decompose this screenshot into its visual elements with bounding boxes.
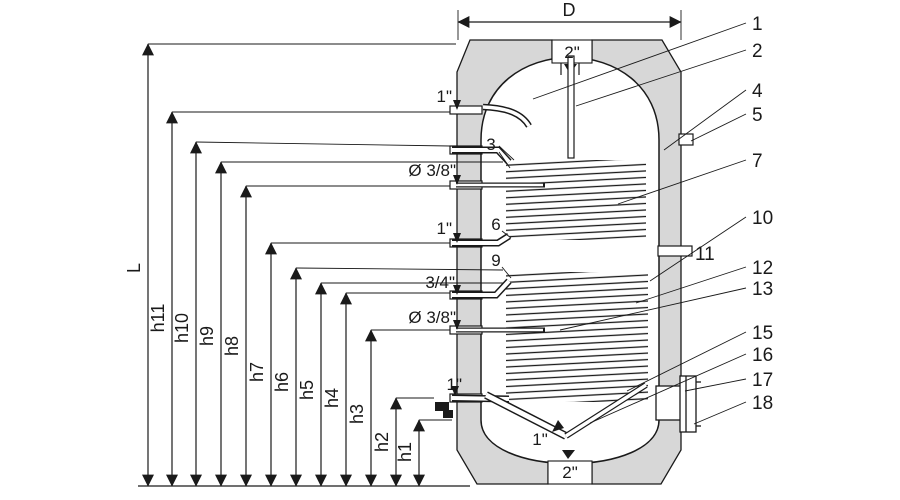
callout-16-label: 16	[752, 345, 773, 366]
port-labels: 2" 1" 3 Ø 3/8" 6 1" 9 3/4" Ø 3/8" 1" 1" …	[408, 43, 579, 482]
callout-10: 10	[649, 208, 773, 282]
callout-1: 1	[532, 14, 763, 100]
callout-5-label: 5	[752, 105, 763, 126]
port-label-top-2in: 2"	[564, 43, 580, 62]
callout-15-label: 15	[752, 323, 773, 344]
drain-valve	[435, 402, 453, 418]
right-port-5	[678, 133, 694, 146]
lower-coil	[506, 272, 648, 402]
dim-label-h9: h9	[197, 326, 217, 346]
top-bent-pipe	[482, 103, 532, 128]
callout-2-label: 2	[752, 41, 763, 62]
top-dimension-D: D	[457, 0, 682, 40]
coil-connection-leaders	[498, 145, 515, 279]
callout-10-label: 10	[752, 208, 773, 229]
bottom-diffuser-pipes	[484, 382, 648, 440]
port-label-sensor-upper: Ø 3/8"	[408, 161, 456, 180]
dim-label-h2: h2	[372, 432, 392, 452]
coil1-outlet-pipe	[452, 233, 511, 247]
dim-label-h7: h7	[247, 362, 267, 382]
callout-7-label: 7	[752, 151, 763, 172]
callout-17: 17	[684, 370, 773, 392]
port-label-sensor-lower: Ø 3/8"	[408, 308, 456, 327]
callout-12-label: 12	[752, 258, 773, 279]
callout-18: 18	[693, 393, 773, 425]
dim-label-L: L	[124, 263, 144, 273]
callout-16: 16	[589, 345, 773, 424]
callout-13-label: 13	[752, 279, 773, 300]
dim-label-h8: h8	[222, 336, 242, 356]
port-label-mid-1in: 1"	[437, 219, 453, 238]
callout-12: 12	[635, 258, 773, 304]
callout-15: 15	[626, 323, 773, 392]
port-label-drain-1in: 1"	[447, 375, 463, 394]
callout-4: 4	[663, 81, 763, 151]
port-label-bottom-1in: 1"	[532, 430, 548, 449]
vertical-dimensions	[142, 43, 425, 487]
coil2-inlet-pipe	[452, 278, 512, 299]
callout-1-label: 1	[752, 14, 763, 35]
port-label-coil2-in: 9	[491, 251, 500, 270]
callout-7: 7	[617, 151, 763, 205]
callout-5: 5	[690, 105, 763, 142]
coil1-inlet-pipe	[452, 146, 512, 165]
right-port-11	[657, 245, 693, 257]
dim-label-h4: h4	[322, 388, 342, 408]
dim-label-h3: h3	[347, 404, 367, 424]
bottom-port-pointer-icon	[562, 450, 575, 459]
center-sensor-tube	[567, 55, 575, 159]
port-label-coil1-out: 6	[491, 215, 500, 234]
callout-4-label: 4	[752, 81, 763, 102]
dim-label-h10: h10	[172, 313, 192, 343]
dim-label-h5: h5	[297, 380, 317, 400]
port-label-coil1-in: 3	[486, 135, 495, 154]
port-label-top-1in: 1"	[437, 87, 453, 106]
dim-label-h6: h6	[272, 372, 292, 392]
callout-13: 13	[559, 279, 773, 331]
dim-label-h1: h1	[395, 442, 415, 462]
upper-coil	[506, 160, 646, 240]
port-label-bottom-2in: 2"	[562, 463, 578, 482]
callouts: 1 2 4 5 7 10 11 12 13	[532, 14, 773, 425]
dim-label-D: D	[563, 0, 576, 20]
callout-2: 2	[575, 41, 763, 107]
bottom-port-2in	[547, 450, 593, 485]
port-stub-1in-top	[449, 105, 483, 115]
callout-18-label: 18	[752, 393, 773, 414]
callout-11-label: 11	[695, 244, 715, 265]
port-label-34in: 3/4"	[425, 273, 455, 292]
port-pointer-icons	[451, 100, 564, 432]
vertical-dimension-labels: L h11 h10 h9 h8 h7 h6 h5 h4 h3 h2 h1	[124, 263, 415, 462]
dim-label-h11: h11	[148, 304, 168, 333]
callout-11: 11	[695, 244, 715, 265]
callout-17-label: 17	[752, 370, 773, 391]
dimension-extension-lines	[138, 43, 504, 487]
